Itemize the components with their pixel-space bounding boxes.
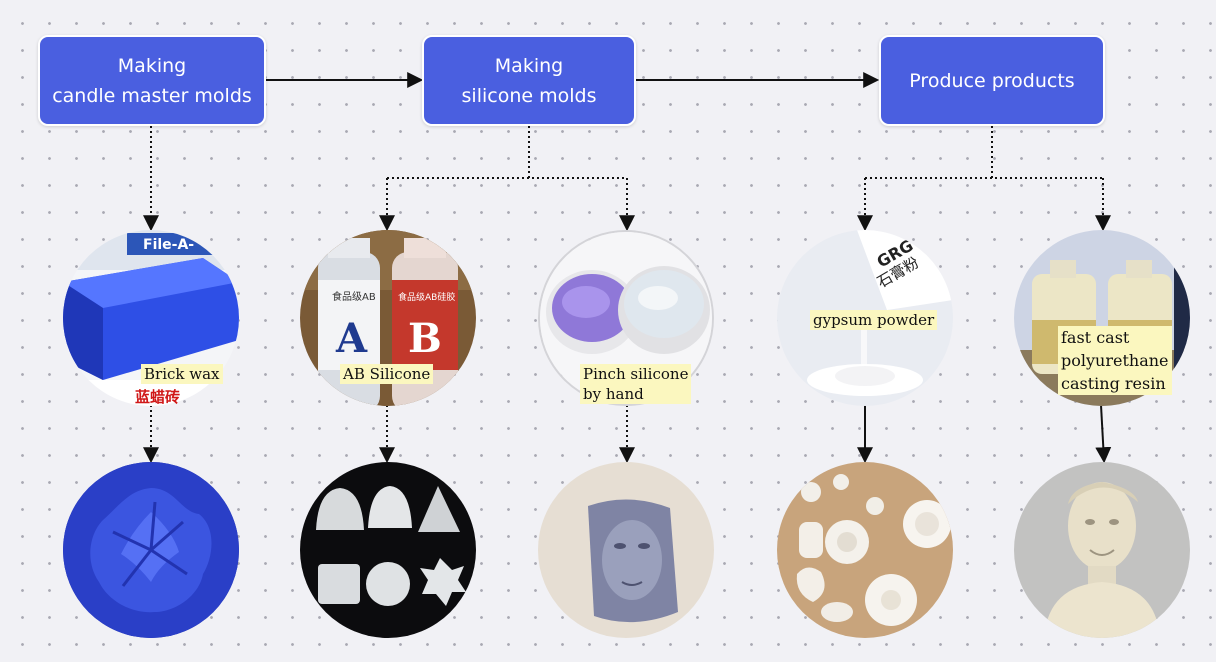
package-cn-text: 蓝蜡砖	[135, 388, 181, 406]
step-produce-label: Produce products	[909, 69, 1075, 92]
wax-flower-mold-photo	[63, 462, 239, 638]
label-pinch-line1: Pinch silicone	[583, 365, 689, 383]
bottle-b-cn-text: 食品级AB硅胶	[398, 291, 455, 303]
label-resin-line2: polyurethane	[1061, 351, 1169, 370]
dotted-branch-silicone	[387, 126, 627, 179]
arrow-resin-to-bust	[1095, 404, 1112, 464]
bottle-a-cn-text: 食品级AB	[332, 290, 376, 303]
label-gypsum-powder: gypsum powder	[810, 310, 938, 330]
step-produce-products: Produce products	[879, 35, 1105, 126]
label-resin-line3: casting resin	[1061, 374, 1166, 393]
bottle-a-letter: A	[335, 315, 368, 362]
label-brick-wax: Brick wax	[141, 364, 223, 384]
package-brand-text: File-A-	[143, 237, 194, 253]
label-ab-silicone: AB Silicone	[340, 364, 434, 384]
step-master-line2: candle master molds	[52, 84, 252, 107]
label-resin: fast cast polyurethane casting resin	[1058, 326, 1172, 395]
step-master-line1: Making	[117, 54, 187, 77]
label-resin-line1: fast cast	[1061, 328, 1130, 347]
step-silicone-line2: silicone molds	[461, 84, 597, 107]
resin-bust-photo	[1014, 462, 1190, 638]
silicone-ornament-molds-photo	[300, 462, 476, 638]
dotted-branch-produce	[865, 126, 1103, 179]
plaster-products-photo	[777, 462, 953, 638]
label-pinch-silicone: Pinch silicone by hand	[580, 364, 692, 404]
step-making-silicone-molds: Making silicone molds	[422, 35, 636, 126]
step-making-master-molds: Making candle master molds	[38, 35, 266, 126]
face-mold-photo	[538, 462, 714, 638]
bottle-b-letter: B	[408, 315, 442, 362]
step-silicone-line1: Making	[494, 54, 564, 77]
label-pinch-line2: by hand	[583, 385, 644, 403]
